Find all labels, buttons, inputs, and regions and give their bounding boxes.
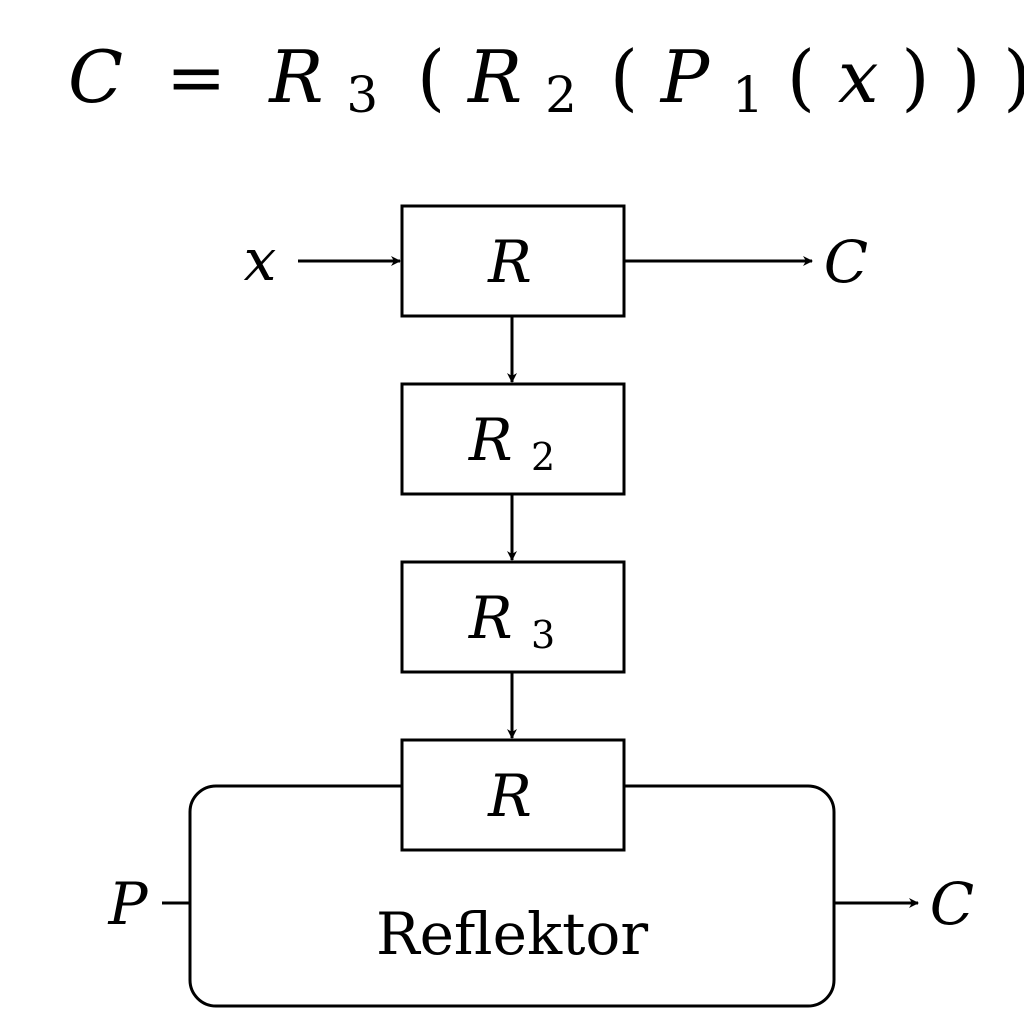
formula: C = R 3 ( R 2 ( P 1 ( x ) ) ) [68, 35, 1024, 129]
formula-paren-close-2: ) [952, 35, 980, 119]
input-p-label: P [107, 870, 148, 938]
output-bottom-label: C [930, 870, 974, 938]
formula-p1-sub: 1 [732, 66, 764, 124]
formula-paren-close-1: ) [901, 35, 929, 119]
formula-r3-base: R [267, 35, 323, 119]
formula-p1-base: P [659, 35, 711, 119]
formula-equals: = [166, 35, 226, 119]
formula-lhs: C [68, 35, 123, 119]
rotor3-base: R [468, 584, 513, 652]
formula-r2-base: R [466, 35, 522, 119]
rotor3-sub: 3 [531, 613, 555, 657]
reflector-label: Reflektor [376, 900, 648, 968]
input-x-label: x [244, 226, 277, 294]
formula-r3-sub: 3 [346, 66, 378, 124]
rotor-bottom-label: R [487, 762, 532, 830]
rotor2-label: R 2 [468, 406, 555, 479]
rotor2-base: R [468, 406, 513, 474]
rotor2-sub: 2 [531, 435, 555, 479]
formula-arg: x [838, 35, 879, 119]
rotor3-label: R 3 [468, 584, 555, 657]
rotor2-box [400, 382, 626, 496]
output-top-label: C [824, 228, 868, 296]
rotor-top-box [400, 204, 626, 318]
formula-paren-close-3: ) [1003, 35, 1024, 119]
formula-r2-sub: 2 [545, 66, 577, 124]
rotor-bottom-box [400, 738, 626, 852]
formula-paren-open-1: ( [417, 35, 445, 119]
formula-paren-open-3: ( [787, 35, 815, 119]
rotor-top-label: R [487, 228, 532, 296]
formula-paren-open-2: ( [610, 35, 638, 119]
